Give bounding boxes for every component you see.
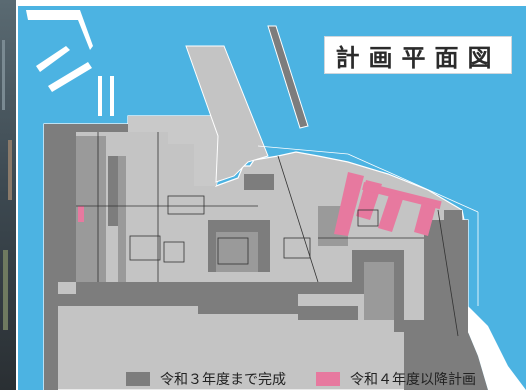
photo-edge xyxy=(0,0,16,390)
plan-drawing: 計画平面図 令和３年度まで完成 令和４年度以降計画 xyxy=(18,6,526,390)
long-pier xyxy=(267,25,309,129)
coastline-white xyxy=(468,306,526,390)
legend-item-completed: 令和３年度まで完成 xyxy=(126,369,286,389)
map-title: 計画平面図 xyxy=(335,42,501,72)
legend-label-completed: 令和３年度まで完成 xyxy=(160,372,286,388)
land-upper-right xyxy=(185,45,269,183)
dimension-lines xyxy=(257,145,479,306)
land-upper xyxy=(128,116,226,186)
harbor-map xyxy=(18,6,526,390)
plan-linework xyxy=(76,132,459,337)
legend-item-planned: 令和４年度以降計画 xyxy=(316,369,476,389)
breakwater-upper-left xyxy=(26,10,114,116)
planned-pavement xyxy=(78,172,442,236)
pavement-mid xyxy=(76,136,394,320)
legend-swatch-planned xyxy=(316,372,340,386)
title-box: 計画平面図 xyxy=(324,36,512,74)
legend-swatch-completed xyxy=(126,372,150,386)
map-legend: 令和３年度まで完成 令和４年度以降計画 xyxy=(126,368,506,390)
legend-label-planned: 令和４年度以降計画 xyxy=(350,372,476,388)
completed-lower-right xyxy=(404,332,488,390)
completed-pavement xyxy=(44,124,468,390)
